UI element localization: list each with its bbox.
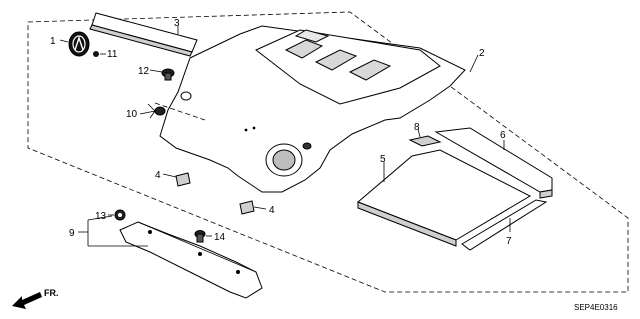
part-9-bracket [119,221,263,299]
leader-4a [162,173,177,178]
part-1-emblem [68,31,90,57]
part-12-clip [161,68,175,81]
part-7-strip [461,199,548,251]
callout-10: 10 [126,109,138,120]
leader-8 [417,128,421,138]
callout-7: 7 [506,236,512,247]
leader-1 [59,39,69,43]
callout-12: 12 [138,66,150,77]
part-11-grommet [93,51,99,57]
callout-13: 13 [95,211,107,222]
assembly-boundary [27,11,629,293]
leader-2 [469,54,479,73]
front-direction-label: FR. [44,288,59,298]
callout-4a: 4 [155,170,161,181]
leader-9 [78,215,148,247]
part-3-trim-strip [89,12,198,57]
part-10-grommet [154,106,166,116]
callout-3: 3 [174,18,180,29]
callout-8: 8 [414,122,420,133]
callout-1: 1 [50,36,56,47]
front-direction-arrow-icon [12,292,42,309]
part-5-insulator-pad [357,149,532,247]
part-4-rubber-mount-b [239,200,255,215]
callout-2: 2 [479,48,485,59]
leader-12 [149,69,163,73]
leader-4b [253,206,267,210]
leader-10 [139,103,156,119]
part-14-bolt [194,230,206,243]
callout-11: 11 [107,49,118,60]
part-13-nut [114,209,126,221]
callout-6: 6 [500,130,506,141]
part-6-insulator [434,127,553,199]
engine-cover [154,25,466,193]
part-8-pad [408,135,442,147]
callout-14: 14 [214,232,226,243]
part-4-rubber-mount-a [175,172,191,187]
callout-4b: 4 [269,205,275,216]
callout-5: 5 [380,154,386,165]
diagram-code: SEP4E0316 [574,303,618,312]
callout-9: 9 [69,228,75,239]
